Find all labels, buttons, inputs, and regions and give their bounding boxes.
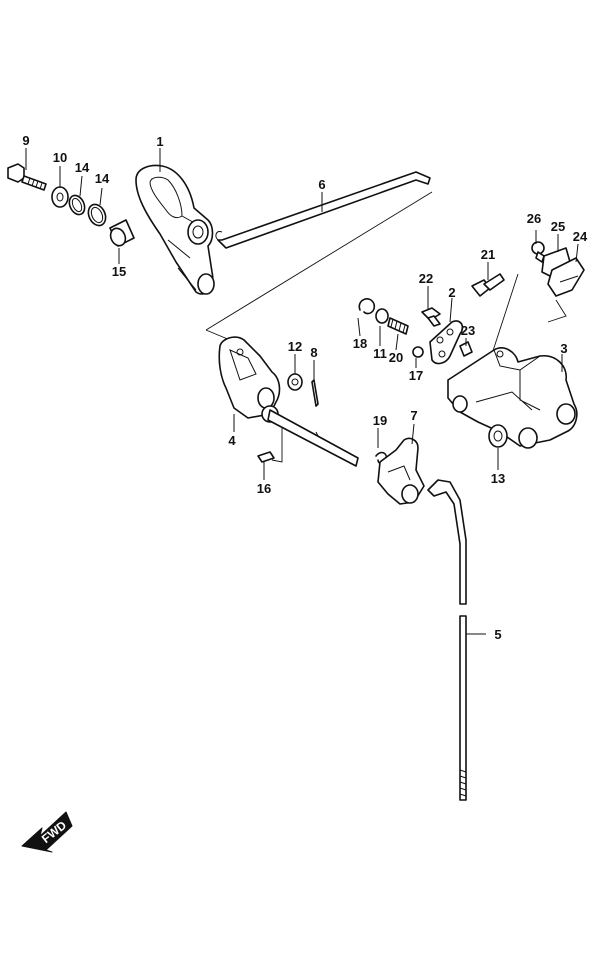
callout-25: 25 xyxy=(551,219,565,234)
housing-part-3 xyxy=(447,347,578,449)
collar-part-15 xyxy=(109,219,135,247)
fwd-direction-arrow: FWD xyxy=(21,811,73,853)
bolt-part-9 xyxy=(7,163,47,191)
snap-ring-part-18 xyxy=(358,298,376,315)
callout-12: 12 xyxy=(288,339,302,354)
callout-24: 24 xyxy=(573,229,588,244)
callout-18: 18 xyxy=(353,336,367,351)
lever-part-1 xyxy=(135,164,215,295)
callout-9-label: 9 xyxy=(22,133,29,148)
callout-20: 20 xyxy=(389,350,403,365)
callout-22: 22 xyxy=(419,271,433,286)
callout-17: 17 xyxy=(409,368,423,383)
bolt-part-21 xyxy=(471,273,505,297)
rod-part-6 xyxy=(215,171,431,249)
callout-5: 5 xyxy=(494,627,501,642)
pin-part-8 xyxy=(311,379,319,407)
pin-part-23 xyxy=(459,341,473,357)
control-rod-part-5 xyxy=(427,479,467,801)
bushing-part-14a xyxy=(68,194,86,216)
callout-15: 15 xyxy=(112,264,126,279)
washer-part-10 xyxy=(51,186,69,208)
callout-19: 19 xyxy=(373,413,387,428)
bolt-part-22 xyxy=(421,307,441,327)
bushing-part-14b xyxy=(87,203,107,227)
rod-holder-part-7 xyxy=(377,437,425,505)
spring-part-20 xyxy=(387,317,409,335)
ball-part-17 xyxy=(412,346,424,358)
callout-14a: 14 xyxy=(75,160,90,175)
leader-lines xyxy=(25,148,579,635)
washer-part-12 xyxy=(287,373,303,391)
callout-26: 26 xyxy=(527,211,541,226)
callout-16: 16 xyxy=(257,481,271,496)
callout-11: 11 xyxy=(373,346,387,361)
callout-8: 8 xyxy=(310,345,317,360)
callout-labels: 1 2 3 4 5 6 7 8 9 10 11 12 13 14 14 15 1… xyxy=(22,133,588,642)
callout-4: 4 xyxy=(228,433,236,448)
callout-3: 3 xyxy=(560,341,567,356)
callout-2: 2 xyxy=(448,285,455,300)
shift-shaft-part-4 xyxy=(218,336,359,467)
callout-21: 21 xyxy=(481,247,495,262)
callout-13: 13 xyxy=(491,471,505,486)
plate-part-2 xyxy=(429,320,464,365)
callout-7: 7 xyxy=(410,408,417,423)
washer-part-11 xyxy=(375,308,389,324)
callout-1: 1 xyxy=(156,134,163,149)
callout-10: 10 xyxy=(53,150,67,165)
arrow-left-icon xyxy=(21,811,73,853)
callout-6: 6 xyxy=(318,177,325,192)
washer-part-13 xyxy=(488,424,508,448)
dowel-pin-part-16 xyxy=(257,451,275,463)
callout-14b: 14 xyxy=(95,171,110,186)
callout-23: 23 xyxy=(461,323,475,338)
